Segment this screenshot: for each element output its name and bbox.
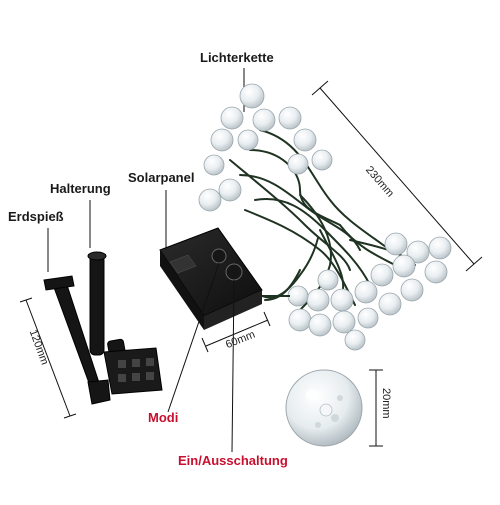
ground-stake bbox=[43, 275, 111, 405]
pointer-modi bbox=[167, 262, 220, 413]
dim-bulb-diameter: 20mm bbox=[380, 388, 392, 419]
solar-panel bbox=[159, 227, 290, 330]
label-solarpanel: Solarpanel bbox=[128, 170, 195, 185]
dimension-bulb-diameter bbox=[369, 369, 383, 447]
dimension-cable-length bbox=[311, 80, 483, 272]
label-erdspiess: Erdspieß bbox=[8, 209, 64, 224]
label-ein-aus: Ein/Ausschaltung bbox=[178, 453, 288, 468]
label-lichterkette: Lichterkette bbox=[200, 50, 274, 65]
single-bulb-closeup bbox=[285, 369, 363, 447]
red-pointer-lines bbox=[167, 262, 235, 453]
dimension-stake-length bbox=[19, 297, 77, 419]
label-halterung: Halterung bbox=[50, 181, 111, 196]
label-modi: Modi bbox=[148, 410, 179, 425]
power-button bbox=[225, 263, 243, 281]
holder bbox=[87, 251, 163, 395]
pointer-ein-aus bbox=[231, 279, 235, 453]
mode-button bbox=[211, 248, 227, 264]
light-string-bulbs bbox=[198, 83, 452, 351]
dimension-panel-width bbox=[201, 311, 271, 353]
